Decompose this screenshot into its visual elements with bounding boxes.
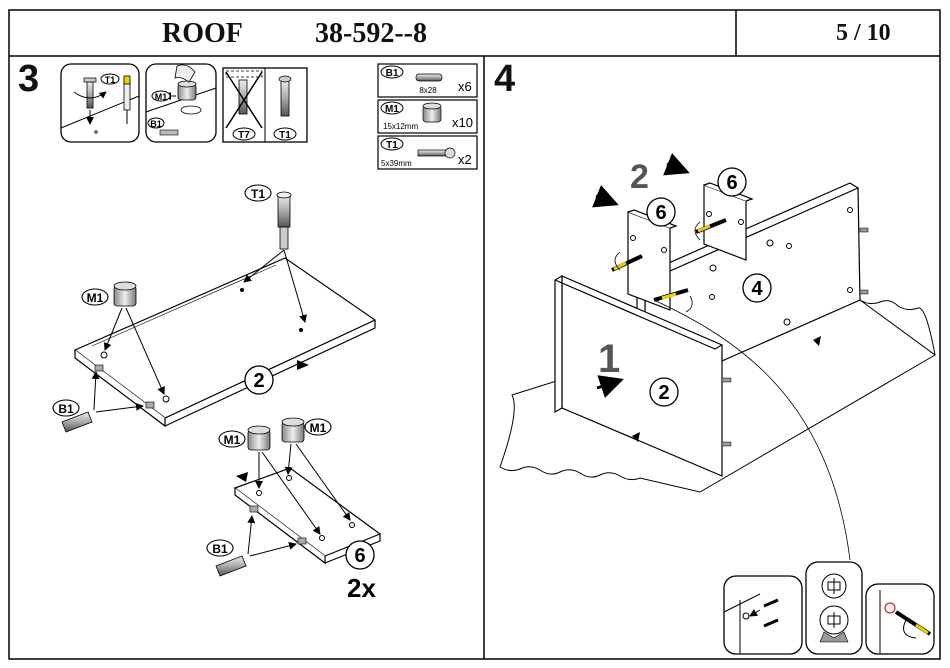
page-number: 5 / 10 [836,20,891,46]
legend-m1-id: M1 [385,104,399,115]
legend-m1-qty: x10 [452,115,473,130]
step-3-number: 3 [18,58,40,100]
order-2-label: 2 [630,158,649,196]
detail-leader-line [653,299,851,561]
step-4-number: 4 [494,58,516,100]
dowel-icon [415,73,443,82]
legend-b1: B1 8x28 x6 [377,63,478,98]
side-panels-6: 6 6 2 [592,153,754,311]
legend-m1-size: 15x12mm [383,122,418,131]
callout-t1: T1 [251,187,265,201]
m1-cam: M1 [81,281,165,395]
detail-inset-right [865,583,935,655]
page-title: ROOF [162,18,243,49]
inset-b1-label: B1 [150,119,162,129]
legend-b1-id: B1 [386,68,399,79]
callout-m1: M1 [87,291,104,305]
inset-t7-vs-t1: T7 T1 [222,67,308,143]
inset-t1-label: T1 [105,75,116,85]
step4-part-2: 2 [658,382,669,404]
b1-dowel-pair: B1 [206,505,307,577]
part-2-label: 2 [253,370,264,392]
legend-b1-size: 8x28 [419,86,437,95]
legend-m1: M1 15x12mm x10 [377,99,478,134]
detail-inset-left [723,575,803,655]
m1-cams-pair: M1 M1 [218,417,351,535]
callout-m1-b: M1 [310,421,327,435]
quantity-2x: 2x [347,573,376,603]
callout-b1: B1 [58,402,74,416]
panel-6-drawing: 6 2x [233,467,382,603]
inset-t7-label: T7 [238,130,250,141]
legend-b1-qty: x6 [458,79,472,94]
inset-insert-m1: M1 B1 [145,63,217,143]
cam-bolt-icon [417,149,449,157]
page-frame [8,9,941,660]
order-1-label: 1 [598,337,620,381]
panel-2-front: 1 2 [554,274,732,477]
callout-b1-b: B1 [212,542,228,556]
screwdriver-icons [611,218,727,313]
legend-t1: T1 5x39mm x2 [377,135,478,170]
inset-screw-t1: T1 [60,63,140,143]
b1-dowel: B1 [52,364,155,433]
inset-m1-label: M1 [155,92,168,102]
step4-part-4: 4 [751,278,763,300]
legend-t1-size: 5x39mm [381,159,412,168]
step4-part-6b: 6 [726,172,737,194]
t1-bolt: T1 [243,184,307,323]
legend-t1-qty: x2 [458,152,472,167]
detail-inset-middle [805,561,863,655]
inset-t1b-label: T1 [279,130,291,141]
product-code: 38-592--8 [315,18,427,49]
callout-m1-a: M1 [224,433,241,447]
legend-t1-id: T1 [386,140,398,151]
part-6-label: 6 [354,545,365,567]
step4-part-6a: 6 [655,202,666,224]
hardware-legend: B1 8x28 x6 M1 15x12mm x10 T1 5x39mm [377,63,478,170]
